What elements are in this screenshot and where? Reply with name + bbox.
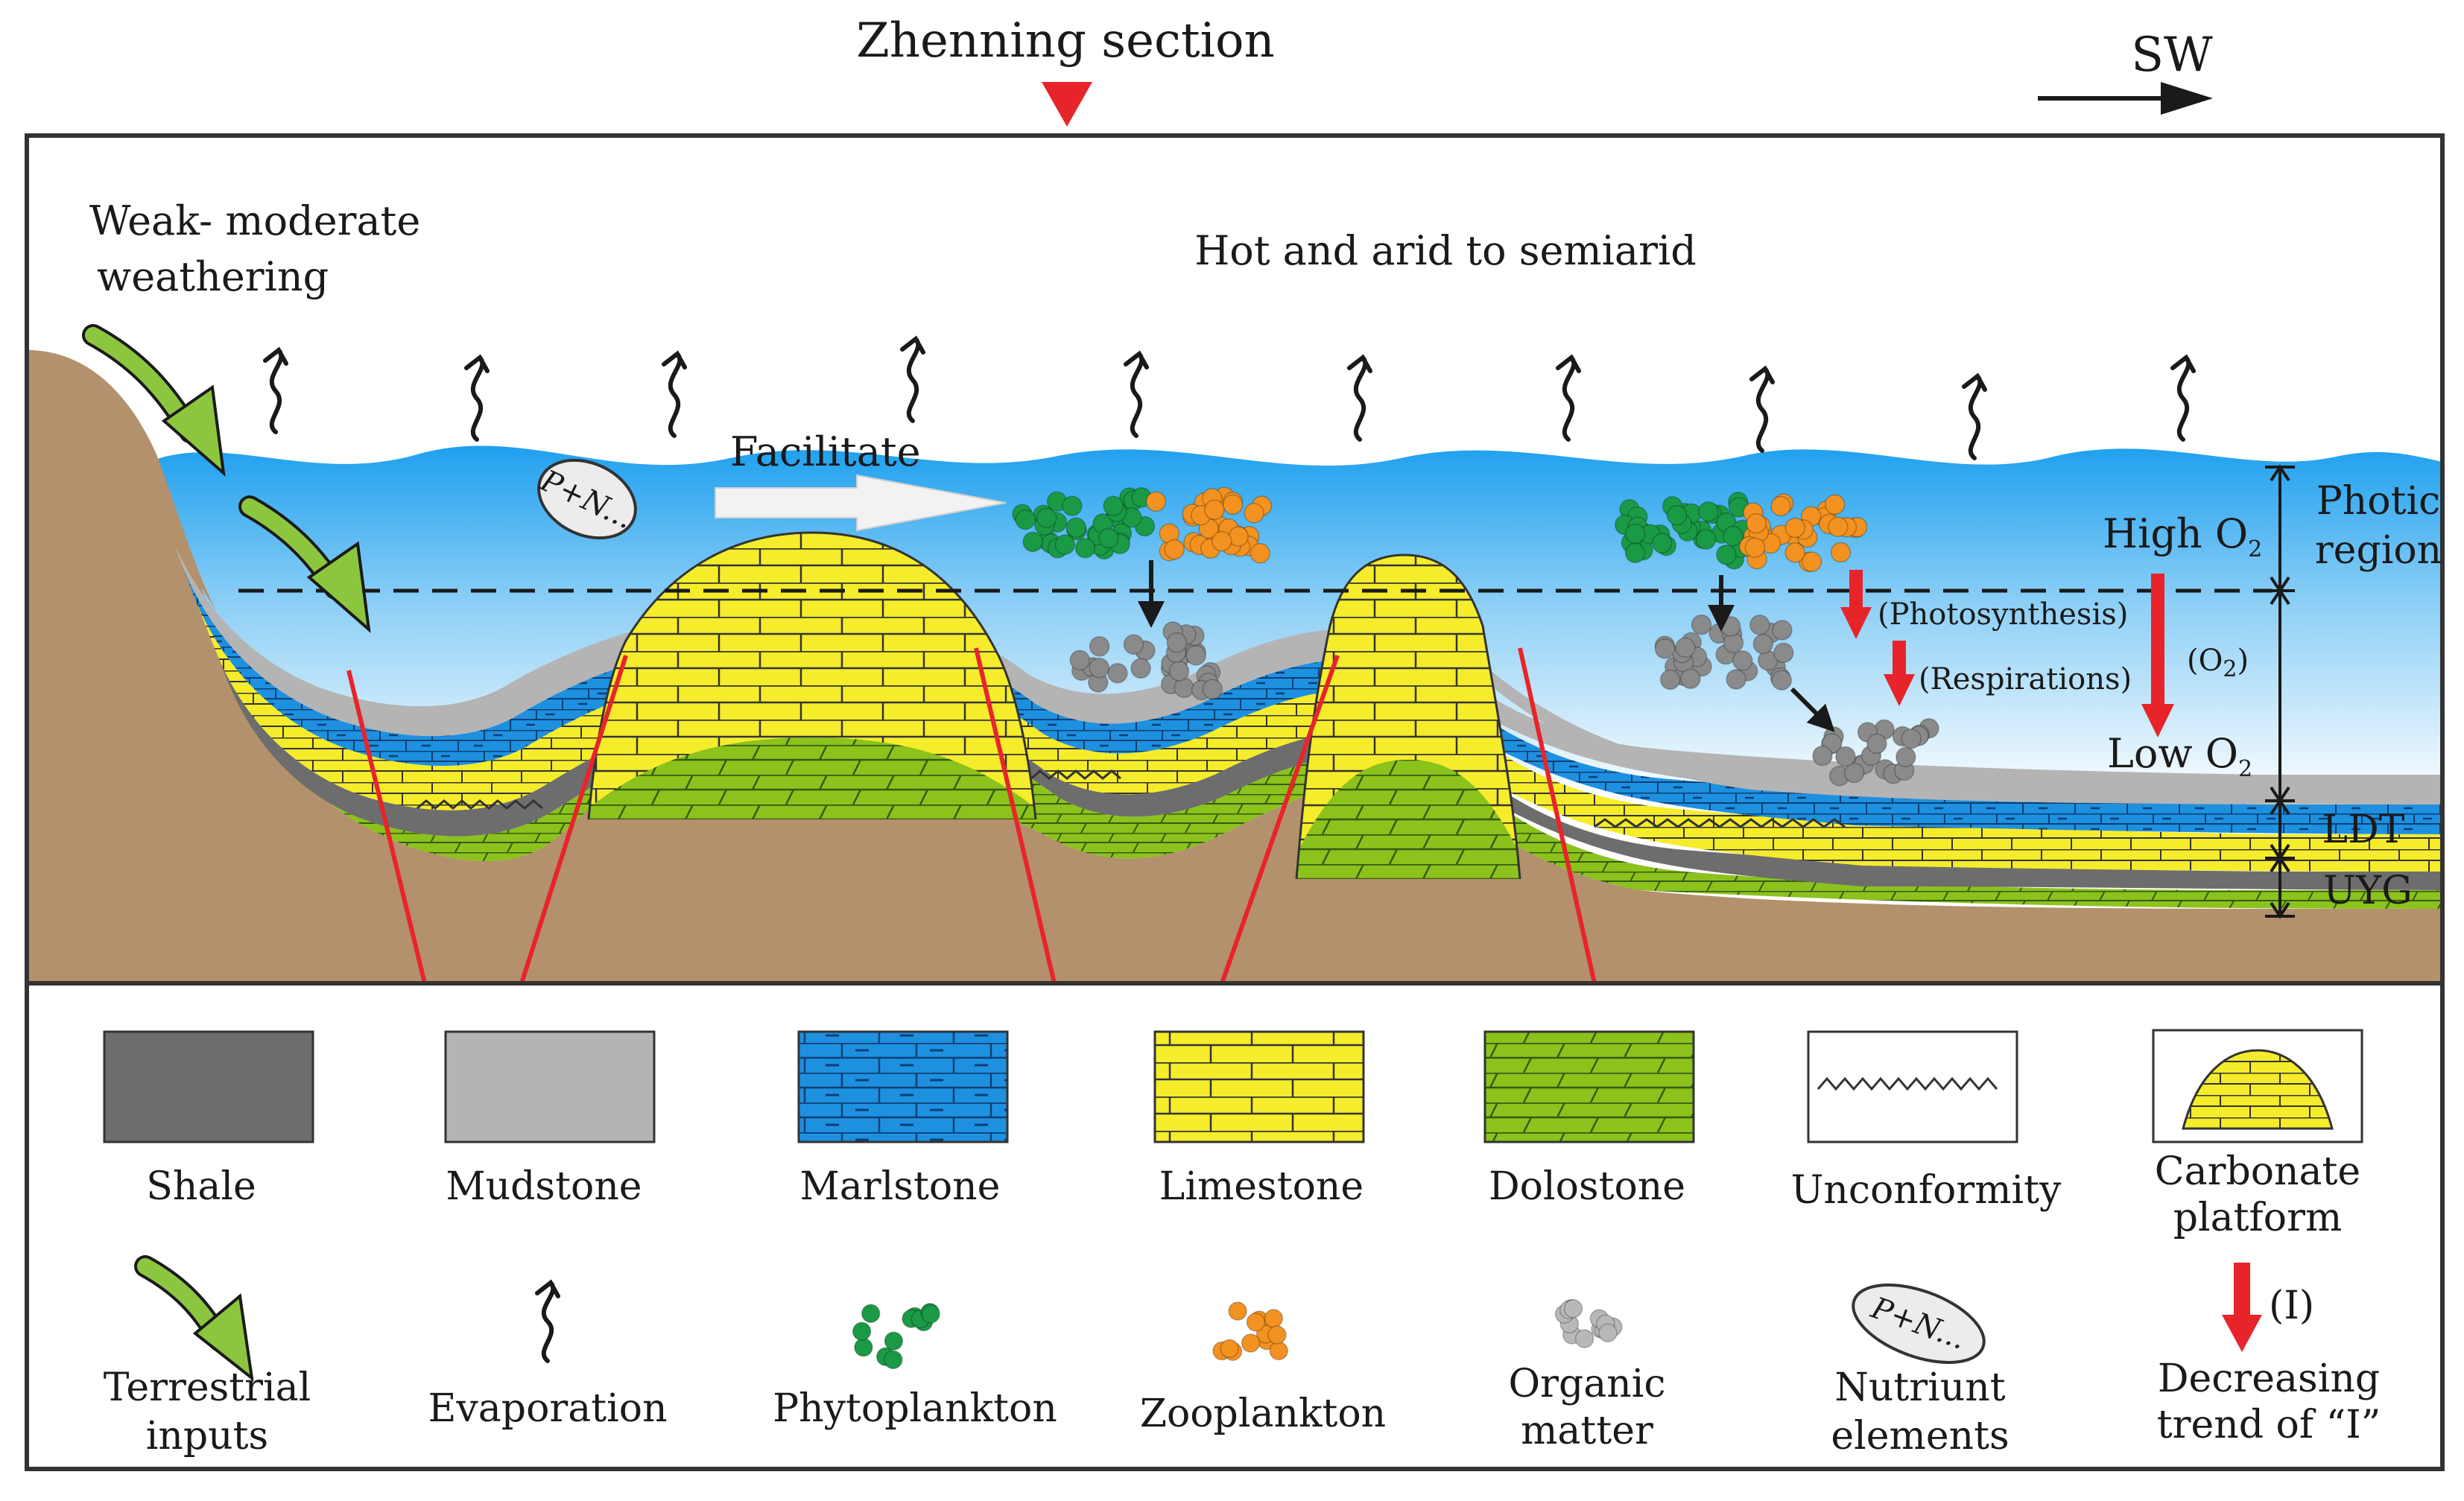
zooplankton-cluster xyxy=(1145,486,1273,564)
unconformity-swatch xyxy=(1807,1030,2018,1143)
zooplankton-cluster xyxy=(1738,493,1868,573)
dolostone-swatch xyxy=(1483,1030,1695,1143)
weathering-label-line1: Weak- moderate xyxy=(89,197,420,244)
diagram-frame xyxy=(25,133,2445,1471)
uyg-label: UYG xyxy=(2323,869,2413,913)
legend-carbonate-label-line2: platform xyxy=(2173,1196,2343,1240)
legend-shale-label: Shale xyxy=(146,1164,256,1209)
evaporation-icon xyxy=(1749,365,1775,453)
decreasing-arrow-icon xyxy=(1884,641,1915,706)
depth-brackets xyxy=(2265,464,2295,919)
photic-region-label-line1: Photic xyxy=(2316,479,2440,524)
zooplankton-dots xyxy=(1212,1301,1288,1361)
organic-matter-cluster xyxy=(1069,621,1223,701)
evaporation-icon xyxy=(263,346,288,434)
zooplankton-icon xyxy=(1212,1301,1288,1361)
marlstone-layer xyxy=(183,566,2442,834)
sinking-arrows xyxy=(1138,560,1835,732)
unconformity-line-left xyxy=(417,799,543,810)
sinking-arrow-icon xyxy=(1790,687,1835,732)
legend-carbonate-label-line1: Carbonate xyxy=(2155,1149,2360,1194)
photosynthesis-label: (Photosynthesis) xyxy=(1878,597,2128,632)
marlstone-swatch xyxy=(797,1030,1009,1143)
direction-arrow-icon xyxy=(2038,82,2213,115)
carbonate-platform-right xyxy=(1295,553,1521,880)
legend-mudstone-label: Mudstone xyxy=(446,1164,642,1209)
fault-lines xyxy=(346,647,1597,983)
evaporation-icon xyxy=(464,354,490,442)
legend-nutrient-label-line2: elements xyxy=(1831,1414,2009,1459)
legend-organic-label-line1: Organic xyxy=(1508,1362,1665,1406)
organic-matter-cluster xyxy=(1654,614,1794,691)
unconformity-line-right xyxy=(1594,818,1846,828)
low-o2-label: Low O2 xyxy=(2107,730,2252,782)
mudstone-layer xyxy=(171,536,2442,805)
phytoplankton-cluster xyxy=(1012,487,1156,560)
basement-land xyxy=(27,350,2442,983)
legend-evaporation-label: Evaporation xyxy=(428,1386,667,1431)
evaporation-icon xyxy=(1556,354,1581,442)
evaporation-icon xyxy=(662,350,687,438)
evaporation-icons xyxy=(263,335,2196,460)
organic-matter-icon xyxy=(1554,1298,1623,1348)
nutrient-bubble-icon: P+N... xyxy=(1852,1283,1986,1364)
mudstone-drape xyxy=(1490,670,2442,805)
section-label: Zhenning section xyxy=(856,13,1275,69)
legend-marlstone-label: Marlstone xyxy=(800,1164,1001,1209)
legend: Shale Mudstone Marlstone Limestone Dolos… xyxy=(103,1029,2381,1459)
svg-text:(I): (I) xyxy=(2269,1283,2314,1328)
legend-unconformity-label: Unconformity xyxy=(1791,1168,2062,1213)
evaporation-icon xyxy=(2170,354,2196,442)
facilitate-label: Facilitate xyxy=(730,428,921,475)
carbonate-platform-left xyxy=(587,531,1037,820)
section-marker-icon xyxy=(1042,82,1092,127)
legend-dolostone-label: Dolostone xyxy=(1489,1164,1685,1209)
coastal-slope xyxy=(27,350,216,611)
legend-zooplankton-label: Zooplankton xyxy=(1140,1391,1386,1436)
organic-matter-dots xyxy=(1554,1298,1623,1348)
organic-matter-cluster xyxy=(1812,718,1939,787)
legend-terrestrial-label-line2: inputs xyxy=(146,1414,268,1459)
terrestrial-input-arrow-icon xyxy=(134,1255,254,1382)
legend-nutrient-label-line1: Nutriunt xyxy=(1834,1365,2005,1410)
decreasing-arrow-icon xyxy=(1840,570,1872,639)
photic-region-label-line2: region xyxy=(2315,528,2442,573)
o2-paren-label: (O2) xyxy=(2187,644,2249,682)
legend-decreasing-label-line1: Decreasing xyxy=(2158,1356,2380,1401)
ldt-label: LDT xyxy=(2322,807,2405,852)
weathering-label-line2: weathering xyxy=(97,253,329,300)
evaporation-icon xyxy=(535,1279,560,1363)
legend-phytoplankton-label: Phytoplankton xyxy=(773,1386,1057,1431)
facilitate-arrow-icon xyxy=(715,474,1007,532)
phytoplankton-dots xyxy=(852,1302,940,1370)
evaporation-icon xyxy=(1347,354,1372,442)
legend-terrestrial-label-line1: Terrestrial xyxy=(104,1365,311,1410)
evaporation-icon xyxy=(1962,372,1987,460)
terrestrial-input-arrow-icon xyxy=(82,324,226,477)
decreasing-arrows xyxy=(1840,570,2174,737)
legend-organic-label-line2: matter xyxy=(1521,1409,1653,1453)
legend-decreasing-label-line2: trend of “I” xyxy=(2157,1403,2381,1447)
shale-swatch xyxy=(103,1030,314,1143)
terrestrial-input-arrow-icon xyxy=(238,495,371,633)
carbonate-platform-swatch xyxy=(2152,1029,2363,1143)
respirations-label: (Respirations) xyxy=(1919,662,2132,696)
mudstone-swatch xyxy=(444,1030,656,1143)
high-o2-label: High O2 xyxy=(2103,510,2262,562)
decreasing-arrow-icon: (I) xyxy=(2222,1263,2314,1352)
climate-label: Hot and arid to semiarid xyxy=(1194,227,1697,274)
phytoplankton-icon xyxy=(852,1302,940,1370)
plankton-layer xyxy=(1012,486,1939,787)
evaporation-icon xyxy=(900,335,925,423)
evaporation-icon xyxy=(1124,350,1149,438)
limestone-swatch xyxy=(1153,1030,1365,1143)
legend-limestone-label: Limestone xyxy=(1159,1164,1364,1209)
direction-label: SW xyxy=(2131,28,2213,83)
decreasing-arrow-icon xyxy=(2141,574,2174,737)
